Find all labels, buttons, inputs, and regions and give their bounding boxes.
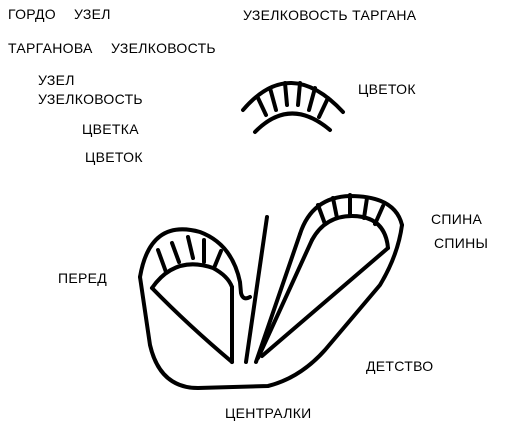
label-targanova: ТАРГАНОВА (8, 40, 93, 56)
label-uzel-left: УЗЕЛ (38, 72, 75, 88)
label-cvetok-left: ЦВЕТОК (85, 149, 143, 165)
right-cone-lower-side (260, 246, 390, 358)
label-centralki: ЦЕНТРАЛКИ (225, 405, 312, 421)
small-flower-inner-arc (253, 111, 332, 134)
left-cone-left-side (150, 286, 234, 364)
small-flower-petal-line (283, 81, 289, 107)
big-sketch (138, 193, 404, 390)
small-flower-petal-line (317, 96, 330, 119)
label-uzelkovost-2: УЗЕЛКОВОСТЬ (38, 91, 143, 107)
label-pered: ПЕРЕД (58, 270, 108, 286)
label-cvetok-right: ЦВЕТОК (358, 81, 416, 97)
label-spina: СПИНА (431, 211, 483, 227)
right-cup-petal-line (316, 203, 327, 226)
left-cup-petal-line (212, 249, 223, 270)
right-cup-petal-line (373, 204, 385, 226)
left-cup-petal-line (170, 241, 181, 264)
small-flower-petal-line (307, 86, 317, 112)
small-flower-petal-line (296, 81, 302, 107)
label-cvetka: ЦВЕТКА (82, 121, 139, 137)
label-gordo: ГОРДО (8, 6, 56, 22)
center-stem-line (244, 215, 269, 364)
left-cup-petal-line (156, 248, 168, 274)
label-uzelkovost-1: УЗЕЛКОВОСТЬ (111, 40, 216, 56)
label-uzelkovost-targana: УЗЕЛКОВОСТЬ ТАРГАНА (243, 7, 417, 23)
small-flower-sketch (241, 81, 345, 134)
right-cone-mid-side (256, 238, 314, 360)
label-spiny: СПИНЫ (434, 235, 489, 251)
label-detstvo: ДЕТСТВО (366, 358, 434, 374)
left-cup-petal-line (186, 235, 195, 260)
right-cone-upper-side (254, 232, 302, 364)
label-uzel-top: УЗЕЛ (74, 6, 111, 22)
body-outline (138, 223, 404, 390)
right-cup-petal-line (331, 196, 339, 220)
right-cup-petal-line (362, 196, 369, 220)
small-flower-petal-line (256, 96, 268, 117)
left-cup-outer-arc (138, 227, 252, 301)
small-flower-petal-line (268, 86, 278, 112)
small-flower-outer-arc (241, 81, 345, 114)
